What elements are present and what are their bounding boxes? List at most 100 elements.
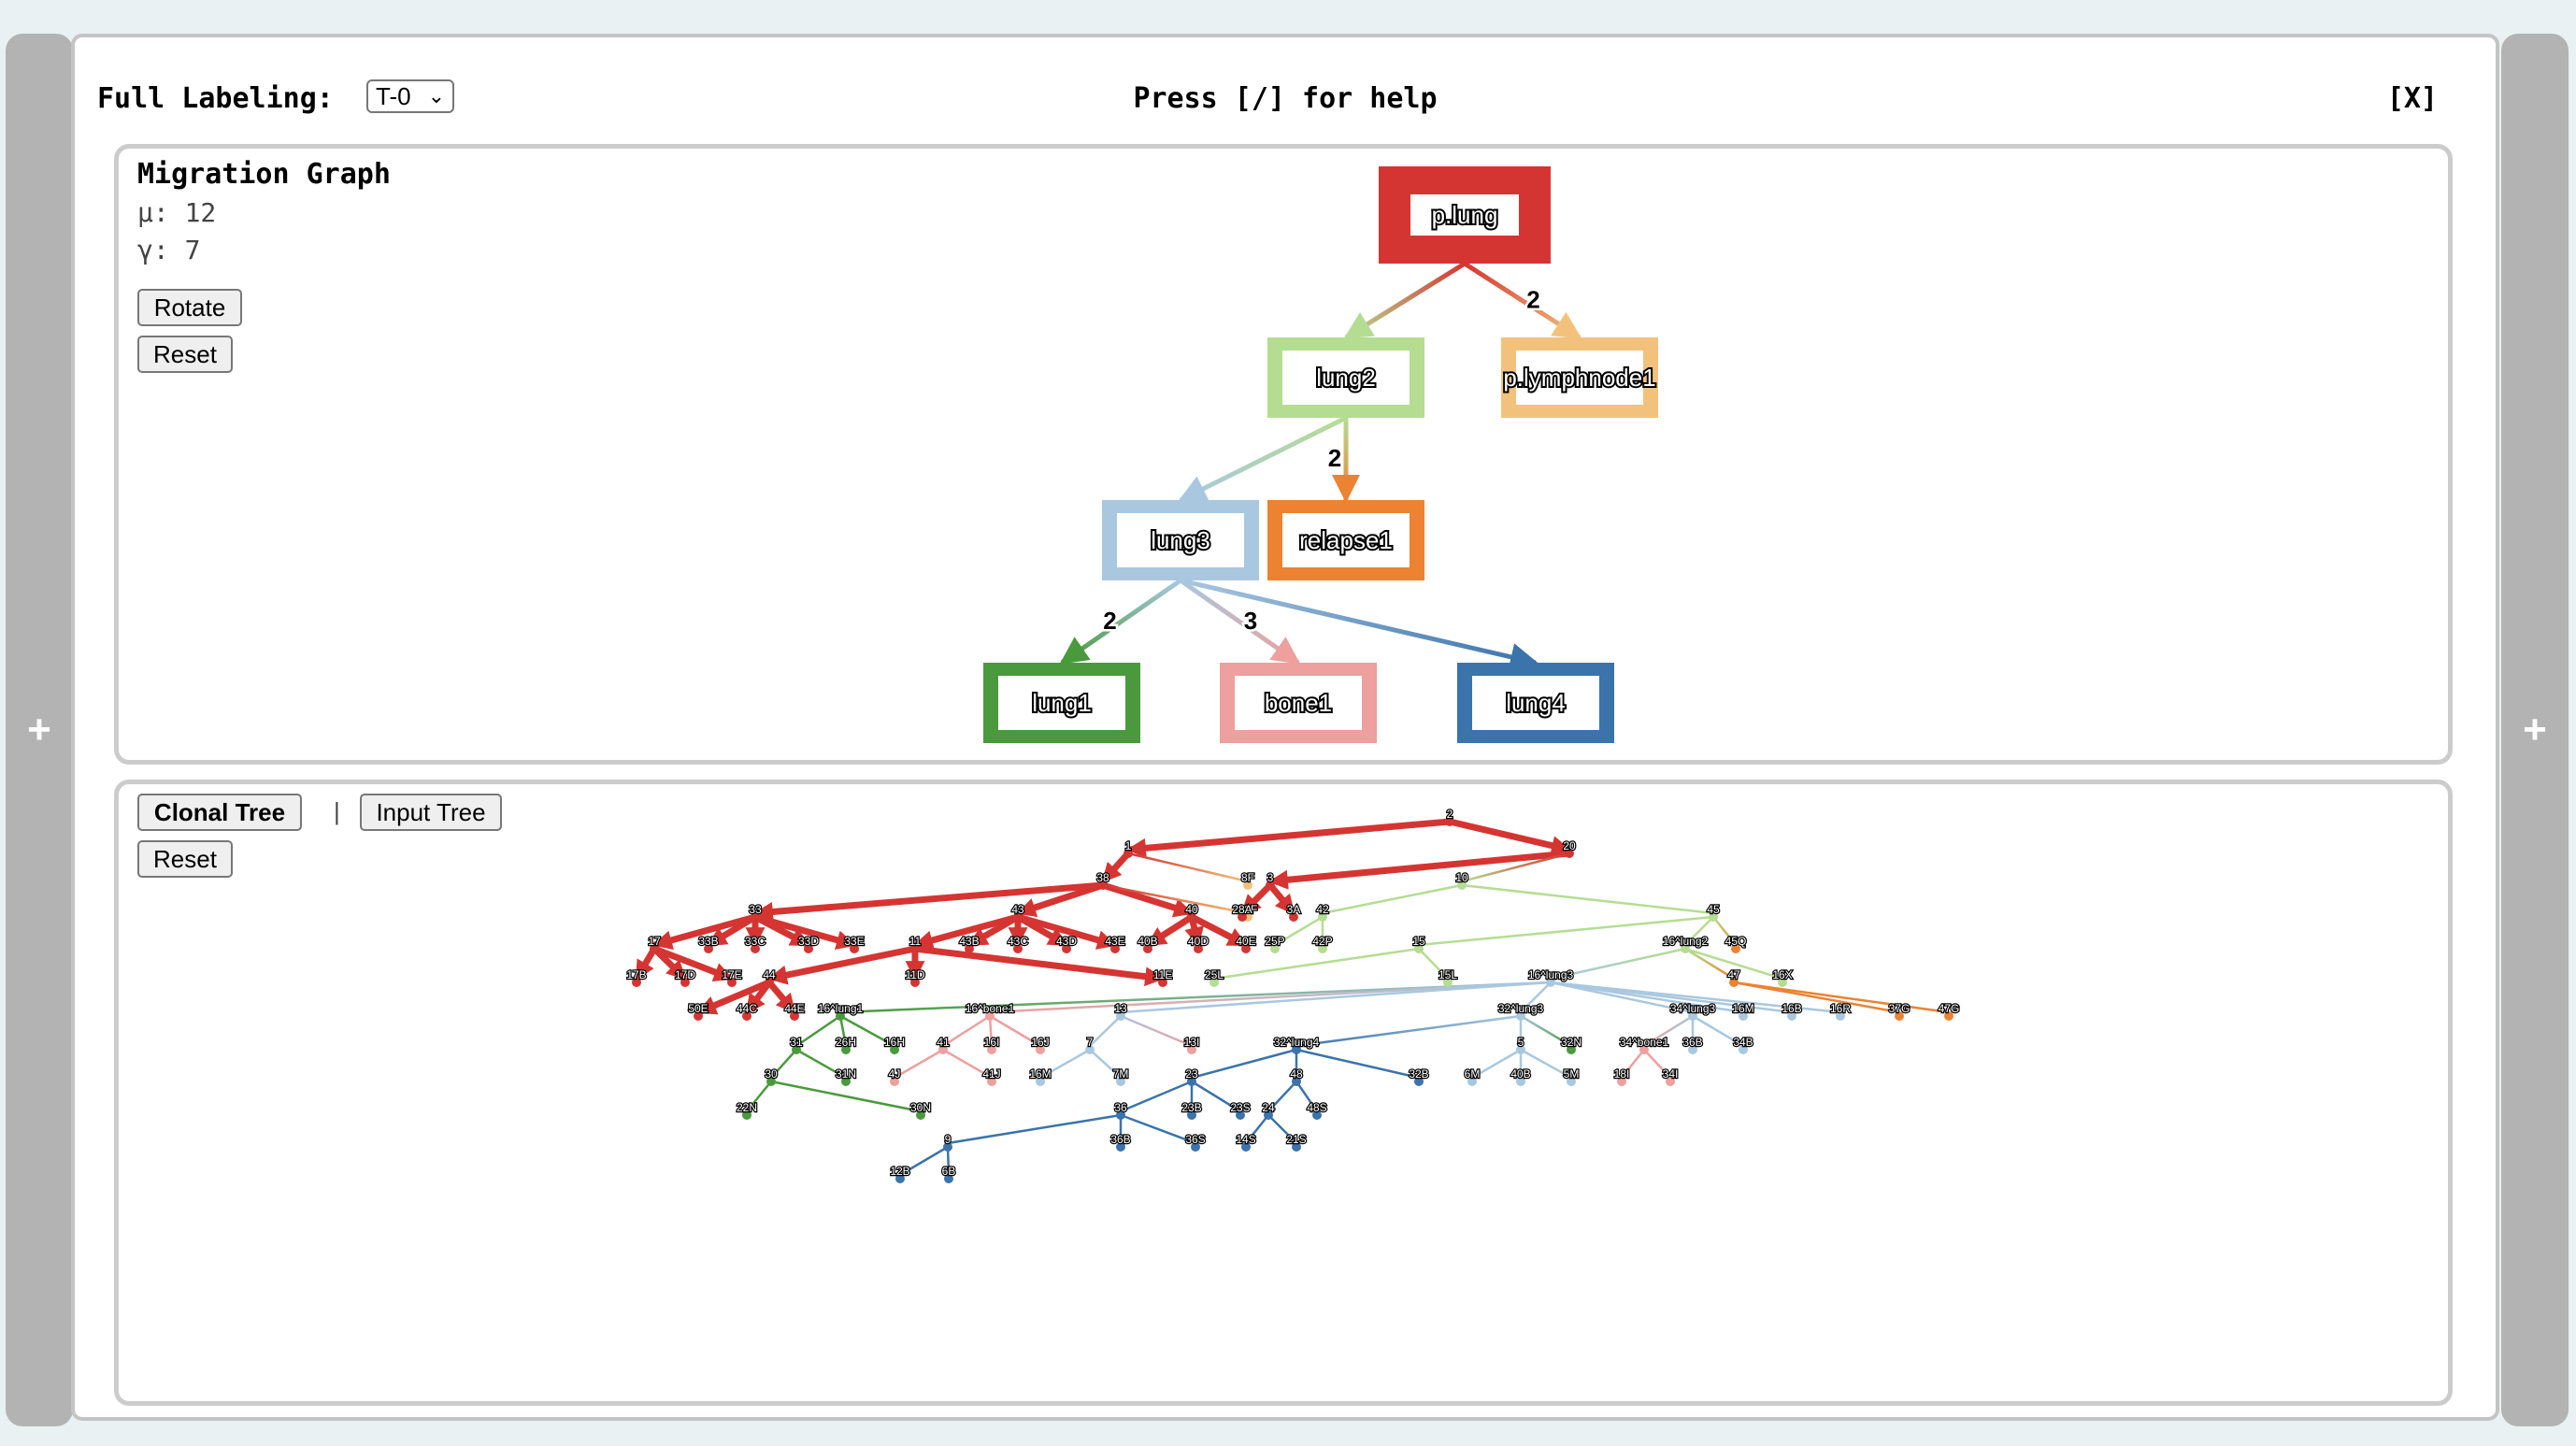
tree-node-5m[interactable]: 5M [1562, 1067, 1581, 1086]
tree-node-2[interactable]: 2 [1445, 807, 1454, 826]
tree-node-34-bone1[interactable]: 34^bone1 [1619, 1035, 1670, 1054]
tree-node-31n[interactable]: 31N [835, 1067, 857, 1086]
tree-node-40e[interactable]: 40E [1235, 934, 1257, 953]
tree-node-11d[interactable]: 11D [904, 967, 926, 987]
tree-node-16-lung2[interactable]: 16^lung2 [1662, 934, 1710, 953]
tree-node-1[interactable]: 1 [1123, 838, 1133, 858]
tree-node-30n[interactable]: 30N [909, 1100, 932, 1120]
close-button[interactable]: [X] [2386, 82, 2438, 115]
tree-node-44e[interactable]: 44E [783, 1001, 806, 1021]
migration-node-p-lymphnode1[interactable]: p.lymphnode1 [1501, 337, 1658, 418]
tree-node-41j[interactable]: 41J [981, 1067, 1002, 1086]
migration-reset-button[interactable]: Reset [137, 336, 233, 373]
tree-node-11[interactable]: 11 [909, 934, 923, 953]
tree-node-11e[interactable]: 11E [1152, 967, 1173, 987]
tree-node-17[interactable]: 17 [647, 934, 662, 953]
tree-node-47g[interactable]: 47G [1937, 1001, 1961, 1021]
tree-node-32n[interactable]: 32N [1560, 1035, 1582, 1054]
tree-node-10[interactable]: 10 [1454, 870, 1469, 890]
tree-node-24[interactable]: 24 [1261, 1100, 1276, 1120]
tree-node-38[interactable]: 38 [1095, 870, 1110, 890]
tree-node-16r[interactable]: 16R [1829, 1001, 1853, 1021]
tree-node-41[interactable]: 41 [936, 1035, 951, 1054]
tree-node-16-lung3[interactable]: 16^lung3 [1527, 967, 1575, 987]
tree-node-32b[interactable]: 32B [1408, 1067, 1430, 1086]
tree-node-43b[interactable]: 43B [958, 934, 980, 953]
tree-node-12b[interactable]: 12B [889, 1164, 911, 1183]
tree-node-20[interactable]: 20 [1562, 838, 1577, 858]
tree-node-47[interactable]: 47 [1726, 967, 1741, 987]
migration-node-lung1[interactable]: lung1 [983, 663, 1140, 743]
tree-node-23b[interactable]: 23B [1181, 1100, 1203, 1120]
tree-node-7m[interactable]: 7M [1111, 1067, 1130, 1086]
labeling-select[interactable]: T-0 ⌄ [366, 79, 454, 113]
tree-node-31[interactable]: 31 [789, 1035, 804, 1054]
tree-node-42[interactable]: 42 [1315, 902, 1330, 922]
tree-node-36b2[interactable]: 36B [1109, 1132, 1132, 1152]
tree-node-23[interactable]: 23 [1184, 1067, 1199, 1086]
migration-node-bone1[interactable]: bone1 [1220, 663, 1377, 743]
tree-node-17e[interactable]: 17E [721, 967, 743, 987]
tree-node-16i[interactable]: 16I [982, 1035, 1001, 1054]
tree-node-23s[interactable]: 23S [1229, 1100, 1252, 1120]
tab-input-tree[interactable]: Input Tree [360, 794, 502, 831]
tree-node-43e[interactable]: 43E [1104, 934, 1126, 953]
tree-node-42p[interactable]: 42P [1311, 934, 1334, 953]
tree-node-50e[interactable]: 50E [687, 1001, 709, 1021]
tree-node-9[interactable]: 9 [943, 1132, 952, 1152]
tree-node-3a[interactable]: 3A [1285, 902, 1302, 922]
tree-node-44[interactable]: 44 [762, 967, 777, 987]
tree-node-25l[interactable]: 25L [1204, 967, 1225, 987]
tree-node-36s[interactable]: 36S [1184, 1132, 1207, 1152]
tree-node-18i[interactable]: 18I [1612, 1067, 1631, 1086]
tree-node-17b[interactable]: 17B [625, 967, 648, 987]
tree-node-48[interactable]: 48 [1289, 1067, 1304, 1086]
tree-node-48s[interactable]: 48S [1306, 1100, 1328, 1120]
tree-node-45q[interactable]: 45Q [1724, 934, 1748, 953]
tree-node-43c[interactable]: 43C [1007, 934, 1030, 953]
migration-node-lung2[interactable]: lung2 [1267, 337, 1424, 418]
tree-node-25p[interactable]: 25P [1264, 934, 1286, 953]
tree-node-17d[interactable]: 17D [674, 967, 697, 987]
tree-node-33e[interactable]: 33E [843, 934, 866, 953]
tree-node-16h[interactable]: 16H [883, 1035, 906, 1054]
tree-node-21s[interactable]: 21S [1285, 1132, 1308, 1152]
tree-node-16-lung1[interactable]: 16^lung1 [817, 1001, 865, 1021]
tree-node-45[interactable]: 45 [1706, 902, 1721, 922]
left-expand-handle[interactable]: + [6, 34, 73, 1426]
tree-node-16m[interactable]: 16M [1731, 1001, 1755, 1021]
tree-node-37g[interactable]: 37G [1887, 1001, 1911, 1021]
tree-node-43[interactable]: 43 [1010, 902, 1025, 922]
tree-reset-button[interactable]: Reset [137, 840, 233, 878]
rotate-button[interactable]: Rotate [137, 289, 242, 326]
tab-clonal-tree[interactable]: Clonal Tree [137, 794, 302, 831]
migration-node-lung4[interactable]: lung4 [1457, 663, 1614, 743]
tree-node-44c[interactable]: 44C [736, 1001, 759, 1021]
right-expand-handle[interactable]: + [2501, 34, 2569, 1426]
tree-node-28a[interactable]: 28A [1231, 902, 1253, 922]
tree-node-32-lung4[interactable]: 32^lung4 [1273, 1035, 1321, 1054]
tree-node-32-lung3[interactable]: 32^lung3 [1497, 1001, 1545, 1021]
tree-node-16m2[interactable]: 16M [1028, 1067, 1052, 1086]
tree-node-40b2[interactable]: 40B [1510, 1067, 1532, 1086]
tree-node-34b[interactable]: 34B [1732, 1035, 1754, 1054]
tree-node-36b[interactable]: 36B [1682, 1035, 1704, 1054]
tree-node-15l[interactable]: 15L [1438, 967, 1459, 987]
tree-node-40b[interactable]: 40B [1137, 934, 1159, 953]
tree-node-26h[interactable]: 26H [835, 1035, 857, 1054]
tree-node-16b[interactable]: 16B [1781, 1001, 1803, 1021]
tree-node-3[interactable]: 3 [1266, 870, 1275, 890]
migration-node-p-lung[interactable]: p.lung [1379, 166, 1551, 264]
tree-node-40d[interactable]: 40D [1187, 934, 1210, 953]
tree-node-33d[interactable]: 33D [797, 934, 821, 953]
tree-node-34i[interactable]: 34I [1661, 1067, 1680, 1086]
tree-node-5[interactable]: 5 [1516, 1035, 1525, 1054]
tree-node-16j[interactable]: 16J [1030, 1035, 1051, 1054]
tree-node-4j[interactable]: 4J [887, 1067, 902, 1086]
tree-node-8f[interactable]: 8F [1240, 870, 1255, 890]
tree-node-22n[interactable]: 22N [736, 1100, 758, 1120]
tree-node-33c[interactable]: 33C [744, 934, 767, 953]
migration-node-relapse1[interactable]: relapse1 [1267, 500, 1424, 580]
